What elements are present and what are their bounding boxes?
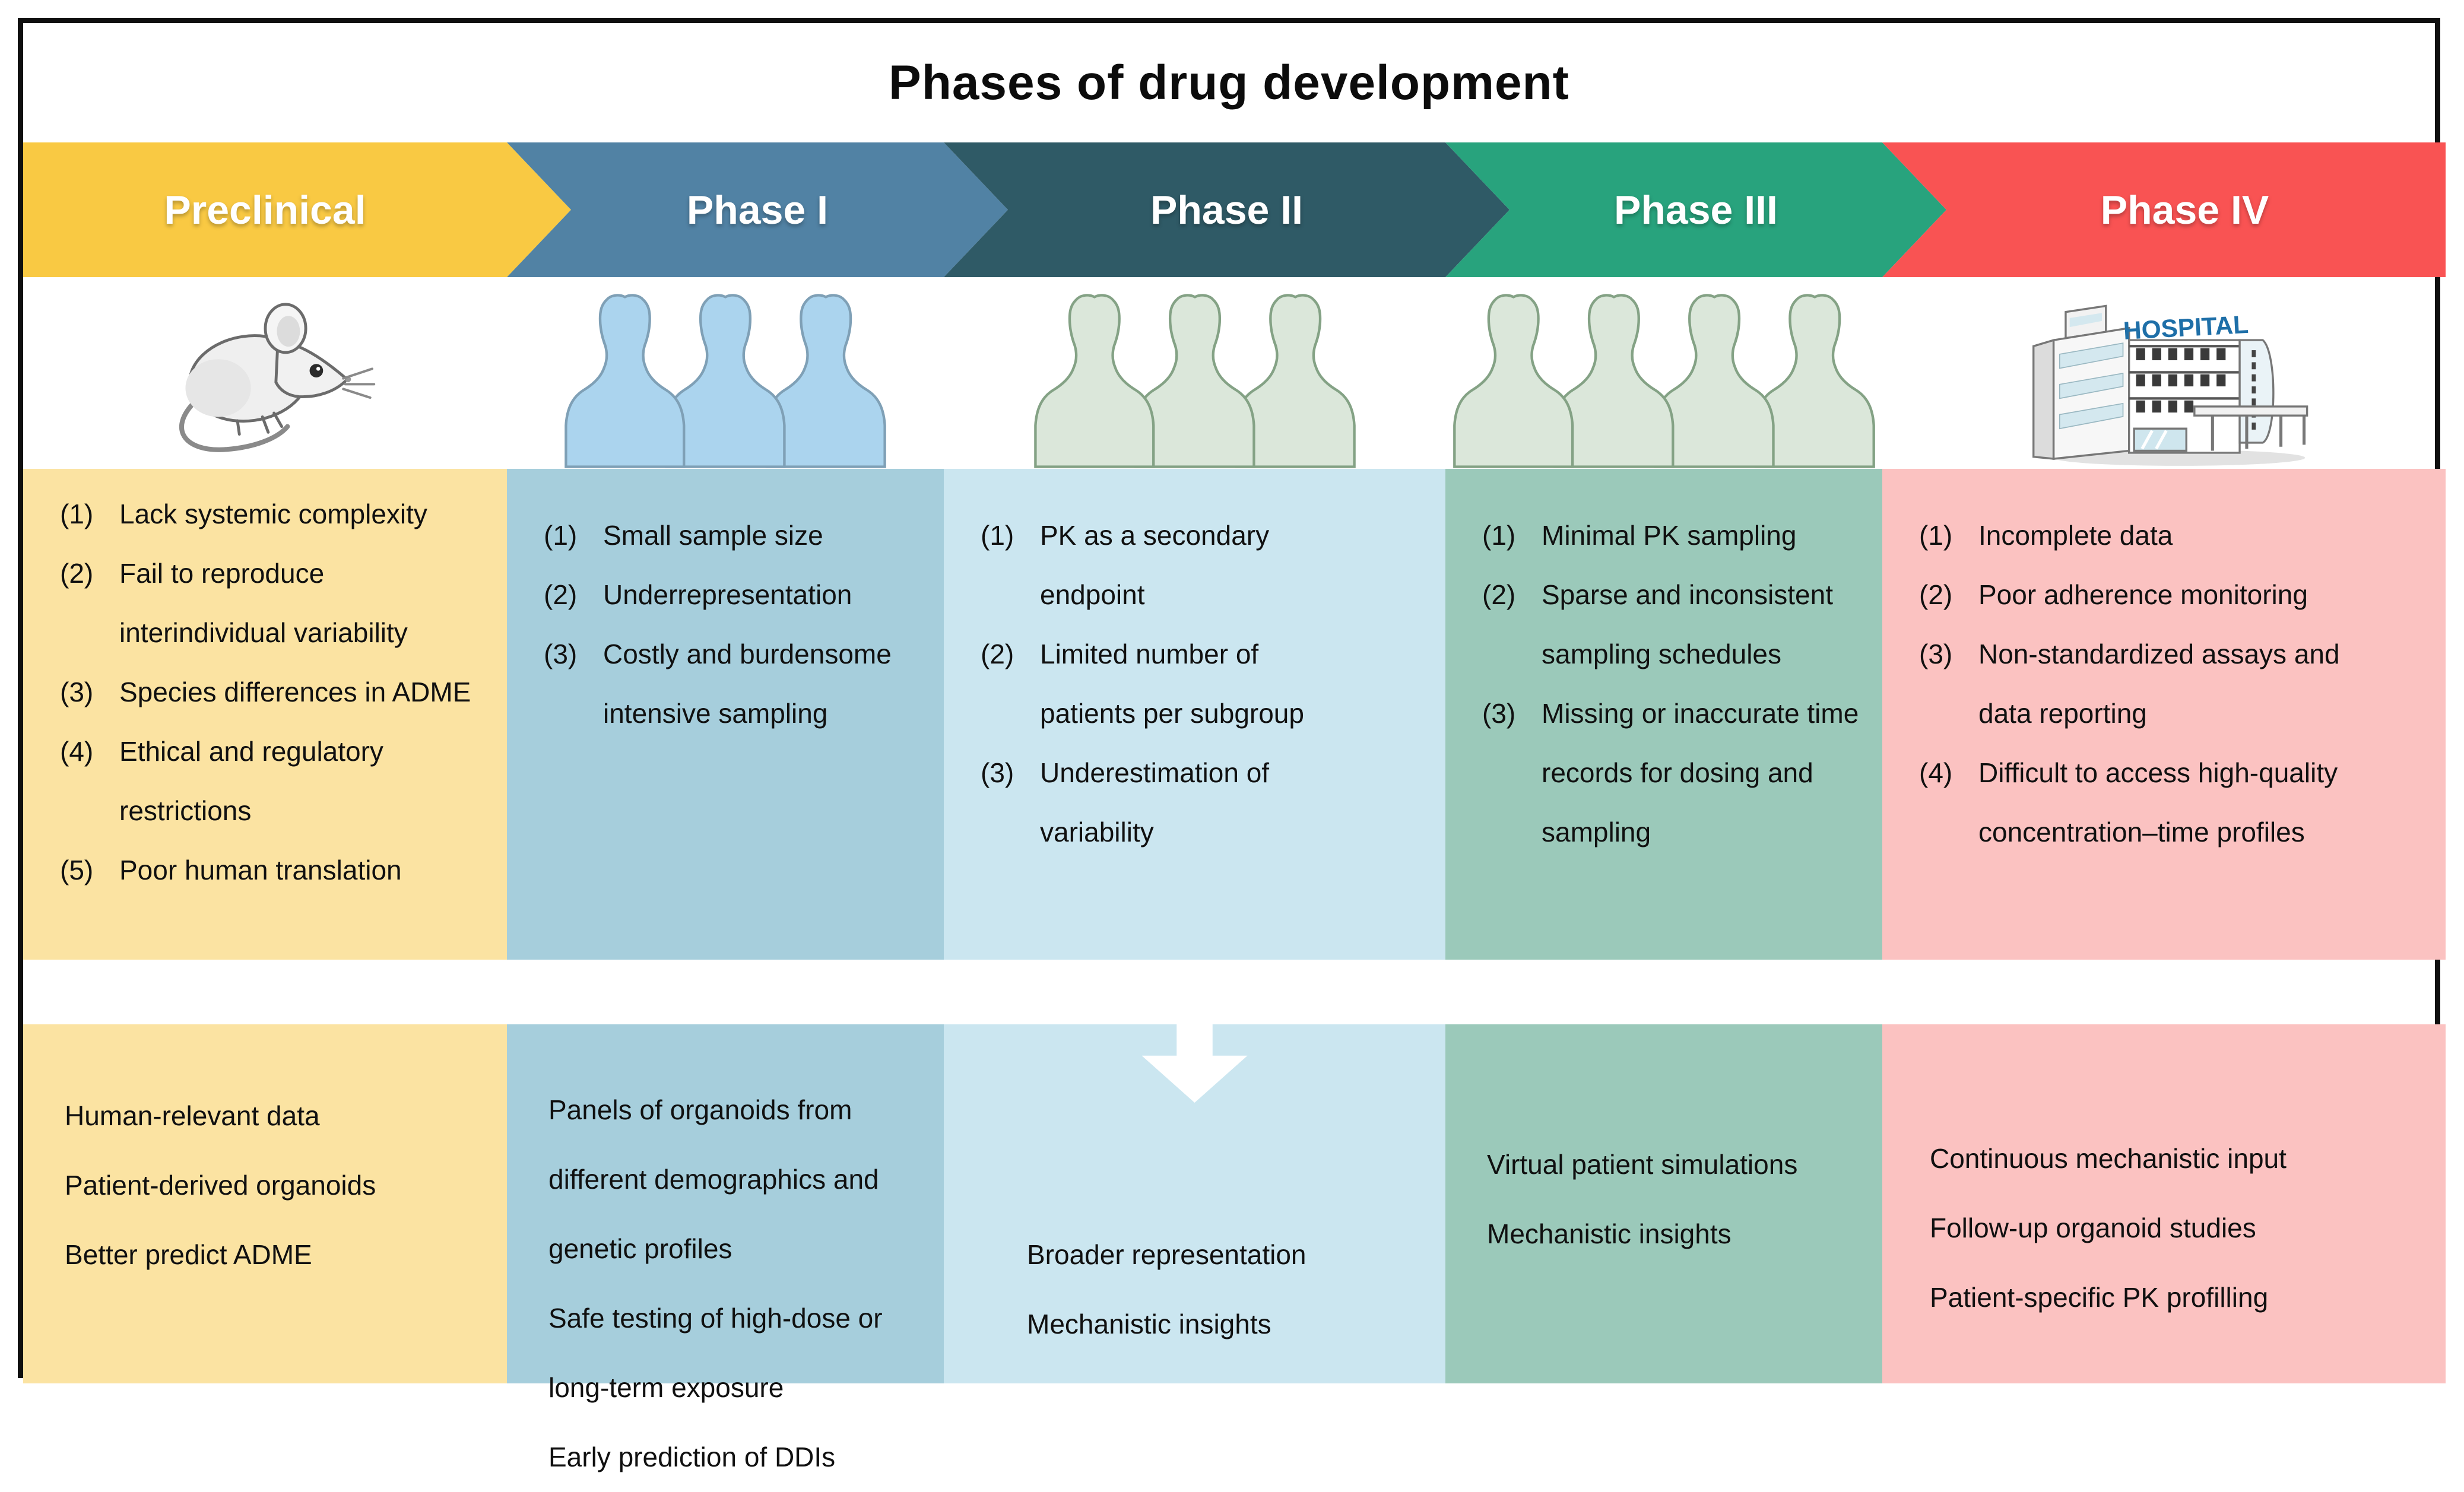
list-item: (1)PK as a secondary endpoint [981,520,1270,610]
list-item: (3)Non-standardized assays and data repo… [1919,639,2340,729]
people-group-icon [1451,291,1877,469]
phase-2-icon-cell [944,277,1445,469]
limitations-list: (1)Minimal PK sampling (2)Sparse and inc… [1445,469,1882,862]
list-item: (2)Sparse and inconsistent sampling sche… [1482,579,1833,669]
list-item: (2)Fail to reproduce interindividual var… [60,558,408,648]
phase-4-icon-cell: HOSPITAL [1882,277,2446,469]
hospital-icon: HOSPITAL [2032,304,2308,466]
list-item: Panels of organoids from different demog… [548,1094,879,1264]
benefits-list: Continuous mechanistic input Follow-up o… [1882,1024,2446,1332]
phase-header-phase-3: Phase III [1445,142,1946,277]
list-item: Patient-derived organoids [65,1170,376,1201]
preclinical-limitations-panel: (1)Lack systemic complexity (2)Fail to r… [23,469,507,960]
list-item: (4)Ethical and regulatory restrictions [60,736,383,826]
phase-header-phase-4: Phase IV [1882,142,2446,277]
list-item: Better predict ADME [65,1239,312,1270]
list-item: Broader representation [1027,1239,1306,1270]
list-item: Human-relevant data [65,1100,320,1131]
benefits-list: Virtual patient simulations Mechanistic … [1445,1024,1882,1269]
preclinical-benefits-panel: Human-relevant data Patient-derived orga… [23,1024,507,1383]
list-item: (3)Underestimation of variability [981,757,1270,847]
list-item: (1)Incomplete data [1919,520,2173,551]
phase-3-icon-cell [1445,277,1882,469]
phase-4-benefits-panel: Continuous mechanistic input Follow-up o… [1882,1024,2446,1383]
page-title: Phases of drug development [889,55,1569,110]
list-item: Safe testing of high-dose or long-term e… [548,1303,883,1403]
phase-2-limitations-panel: (1)PK as a secondary endpoint (2)Limited… [944,469,1445,960]
phase-header-phase-1: Phase I [507,142,1008,277]
phase-header-label: Phase IV [2100,187,2269,233]
limitations-list: (1)Small sample size (2)Underrepresentat… [507,469,944,743]
list-item: (3)Species differences in ADME [60,677,471,707]
phase-1-benefits-panel: Panels of organoids from different demog… [507,1024,944,1472]
benefits-list: Broader representation Mechanistic insig… [944,1024,1445,1359]
list-item: (3)Missing or inaccurate time records fo… [1482,698,1859,847]
phase-header-label: Phase I [686,187,829,233]
hospital-sign-label: HOSPITAL [2122,310,2249,345]
list-item: Follow-up organoid studies [1930,1212,2256,1243]
list-item: (2)Limited number of patients per subgro… [981,639,1304,729]
benefits-list: Panels of organoids from different demog… [507,1024,944,1492]
phase-3-limitations-panel: (1)Minimal PK sampling (2)Sparse and inc… [1445,469,1882,960]
list-item: (5)Poor human translation [60,855,402,885]
list-item: Patient-specific PK profilling [1930,1282,2269,1313]
phase-header-label: Phase III [1614,187,1778,233]
list-item: (1)Lack systemic complexity [60,499,427,529]
list-item: Early prediction of DDIs [548,1442,836,1472]
limitations-list: (1)Lack systemic complexity (2)Fail to r… [23,469,507,900]
phase-header-label: Phase II [1150,187,1304,233]
list-item: Mechanistic insights [1027,1309,1271,1339]
preclinical-icon-cell [23,277,507,469]
list-item: Virtual patient simulations [1487,1149,1798,1180]
list-item: (1)Minimal PK sampling [1482,520,1797,551]
limitations-list: (1)PK as a secondary endpoint (2)Limited… [944,469,1445,862]
list-item: (2)Poor adherence monitoring [1919,579,2308,610]
people-group-icon [563,291,888,469]
phase-1-limitations-panel: (1)Small sample size (2)Underrepresentat… [507,469,944,960]
drug-development-diagram: Phases of drug development Preclinical P… [18,18,2446,1472]
list-item: Continuous mechanistic input [1930,1143,2287,1174]
mouse-icon [179,303,375,452]
list-item: (1)Small sample size [544,520,823,551]
list-item: (2)Underrepresentation [544,579,852,610]
list-item: (3)Costly and burdensome intensive sampl… [544,639,892,729]
phase-4-limitations-panel: (1)Incomplete data (2)Poor adherence mon… [1882,469,2446,960]
phase-header-label: Preclinical [164,187,366,233]
list-item: Mechanistic insights [1487,1218,1732,1249]
limitations-list: (1)Incomplete data (2)Poor adherence mon… [1882,469,2446,862]
phase-3-benefits-panel: Virtual patient simulations Mechanistic … [1445,1024,1882,1383]
list-item: (4)Difficult to access high-quality conc… [1919,757,2338,847]
phase-header-preclinical: Preclinical [23,142,571,277]
people-group-icon [1032,291,1358,469]
phase-1-icon-cell [507,277,944,469]
phase-header-phase-2: Phase II [944,142,1510,277]
benefits-list: Human-relevant data Patient-derived orga… [23,1024,507,1290]
phase-2-benefits-panel: Broader representation Mechanistic insig… [944,1024,1445,1383]
